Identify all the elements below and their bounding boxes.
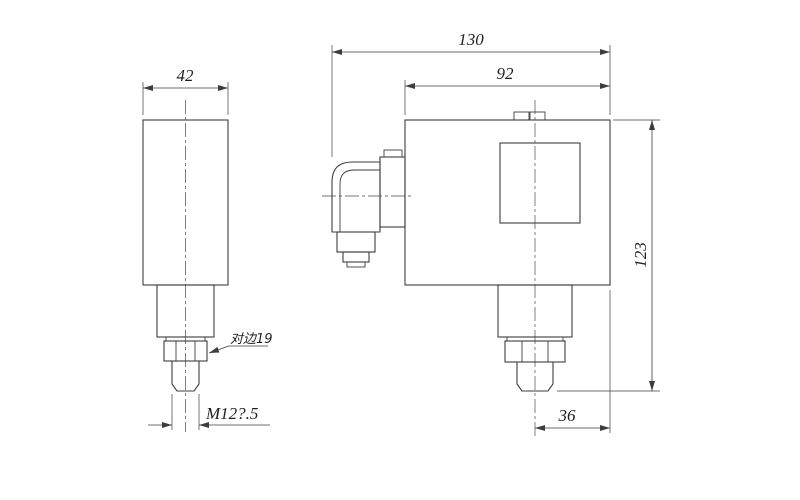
front-body-outline xyxy=(404,119,611,286)
side-thread-stub xyxy=(171,360,200,392)
side-view: 42 对边19 M12?.5 xyxy=(142,66,273,432)
gland-step xyxy=(342,251,370,263)
cable-gland-elbow xyxy=(331,161,381,233)
connector-plug xyxy=(379,156,406,228)
dim-side-width-label: 42 xyxy=(177,66,195,85)
gland-nut xyxy=(336,231,376,253)
dim-overall-width-label: 130 xyxy=(458,30,484,49)
top-tab-right xyxy=(529,111,546,121)
top-tab-left xyxy=(513,111,530,121)
cable-gland-elbow-inner xyxy=(339,169,380,232)
front-window xyxy=(499,142,581,224)
hex-flats-label: 对边19 xyxy=(230,332,273,347)
dim-body-width-label: 92 xyxy=(497,64,515,83)
front-thread-stub xyxy=(516,361,554,392)
dim-port-offset-label: 36 xyxy=(558,406,577,425)
leader-hex-flats xyxy=(208,345,230,354)
dim-height-label: 123 xyxy=(631,242,650,268)
gland-tip xyxy=(346,261,366,268)
front-view: 130 92 123 36 xyxy=(322,30,660,436)
connector-plug-tab xyxy=(383,149,403,158)
thread-size-label: M12?.5 xyxy=(205,404,258,423)
